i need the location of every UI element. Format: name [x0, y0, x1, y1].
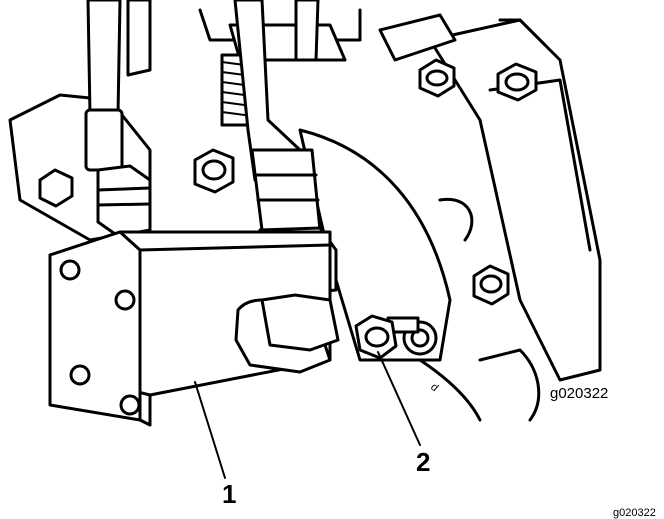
adjustment-bolt	[354, 314, 420, 360]
center-nut	[193, 148, 235, 194]
hydraulic-hose-second	[126, 0, 152, 77]
frame-bolt-top-right	[496, 62, 538, 102]
hydraulic-hose-left	[84, 0, 152, 238]
figure-code-corner: g020322	[613, 507, 656, 519]
leader-line-2	[377, 351, 421, 446]
svg-text:d: d	[428, 381, 440, 394]
leader-line-1	[194, 381, 226, 479]
motor-fitting	[234, 293, 340, 374]
frame-bolt-top-left	[418, 58, 456, 98]
callout-2: 2	[416, 447, 430, 477]
figure-code: g020322	[550, 385, 608, 402]
pivot-arm	[298, 128, 474, 362]
callout-1: 1	[222, 479, 236, 509]
hydraulic-hose-right	[294, 0, 320, 62]
frame-bolt-mid	[472, 264, 510, 306]
